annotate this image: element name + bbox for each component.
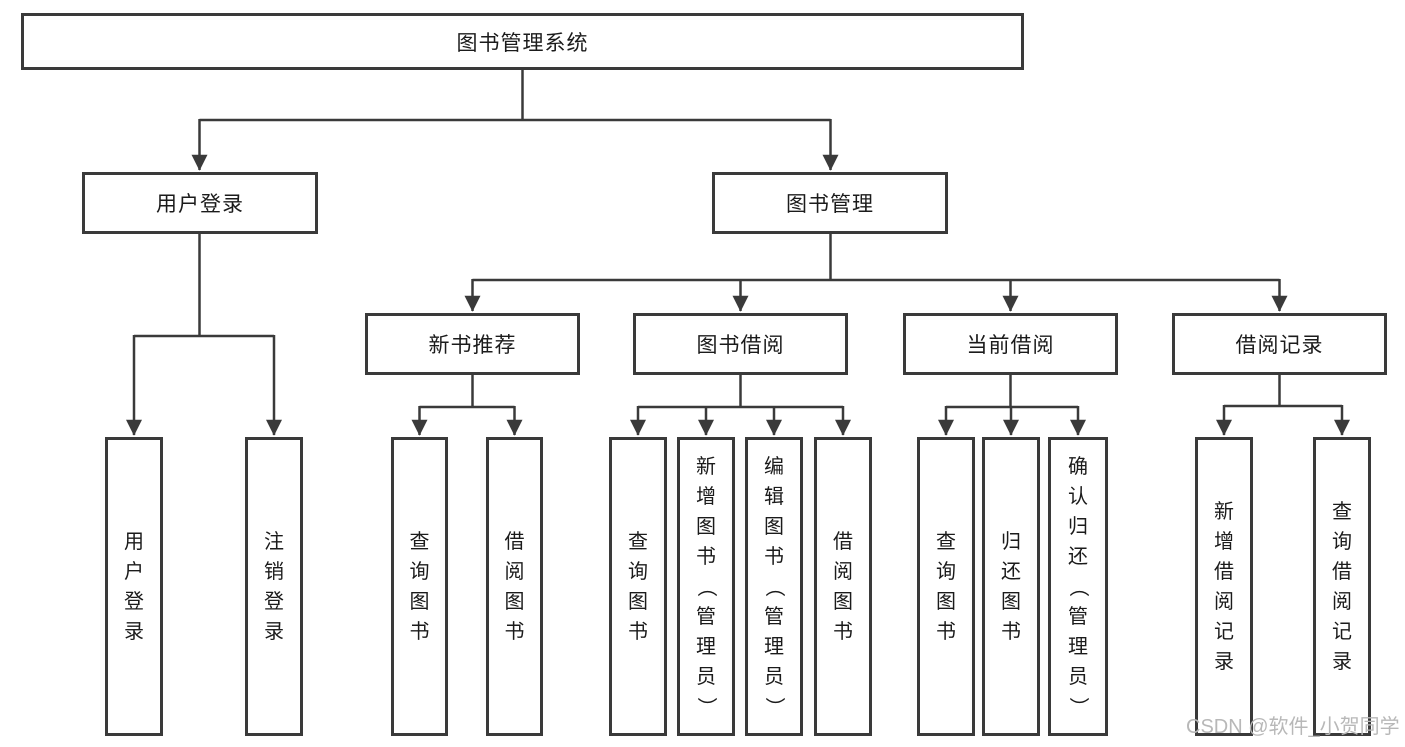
leaf-node-records-add-record: 新增借阅记录 <box>1195 437 1253 736</box>
leaf-node-records-query-record: 查询借阅记录 <box>1313 437 1371 736</box>
connector-book-borrow <box>629 374 852 436</box>
leaf-node-recommend-borrow-books: 借阅图书 <box>486 437 543 736</box>
leaf-node-recommend-query-books: 查询图书 <box>391 437 448 736</box>
root-node-library-system: 图书管理系统 <box>21 13 1024 70</box>
leaf-node-borrow-borrow-books: 借阅图书 <box>814 437 872 736</box>
connector-borrow-records <box>1215 374 1351 436</box>
section-node-new-book-recommend: 新书推荐 <box>365 313 580 375</box>
connector-root <box>191 68 839 171</box>
leaf-node-borrow-query-books: 查询图书 <box>609 437 667 736</box>
leaf-node-logout: 注销登录 <box>245 437 303 736</box>
leaf-node-borrow-add-books-admin: 新增图书（管理员） <box>677 437 735 736</box>
connector-current-borrow <box>937 374 1087 436</box>
leaf-node-current-return-books: 归还图书 <box>982 437 1040 736</box>
leaf-node-current-query-books: 查询图书 <box>917 437 975 736</box>
connector-user-login <box>125 232 283 436</box>
connector-new-book-recommend <box>411 374 523 436</box>
leaf-node-user-login: 用户登录 <box>105 437 163 736</box>
leaf-node-current-confirm-return-admin: 确认归还（管理员） <box>1048 437 1108 736</box>
branch-node-book-management: 图书管理 <box>712 172 948 234</box>
branch-node-user-login: 用户登录 <box>82 172 318 234</box>
section-node-book-borrow: 图书借阅 <box>633 313 848 375</box>
section-node-borrow-records: 借阅记录 <box>1172 313 1387 375</box>
section-node-current-borrow: 当前借阅 <box>903 313 1118 375</box>
watermark-text: CSDN @软件_小贺同学 <box>1186 716 1400 738</box>
connector-book-management <box>464 232 1288 312</box>
leaf-node-borrow-edit-books-admin: 编辑图书（管理员） <box>745 437 803 736</box>
